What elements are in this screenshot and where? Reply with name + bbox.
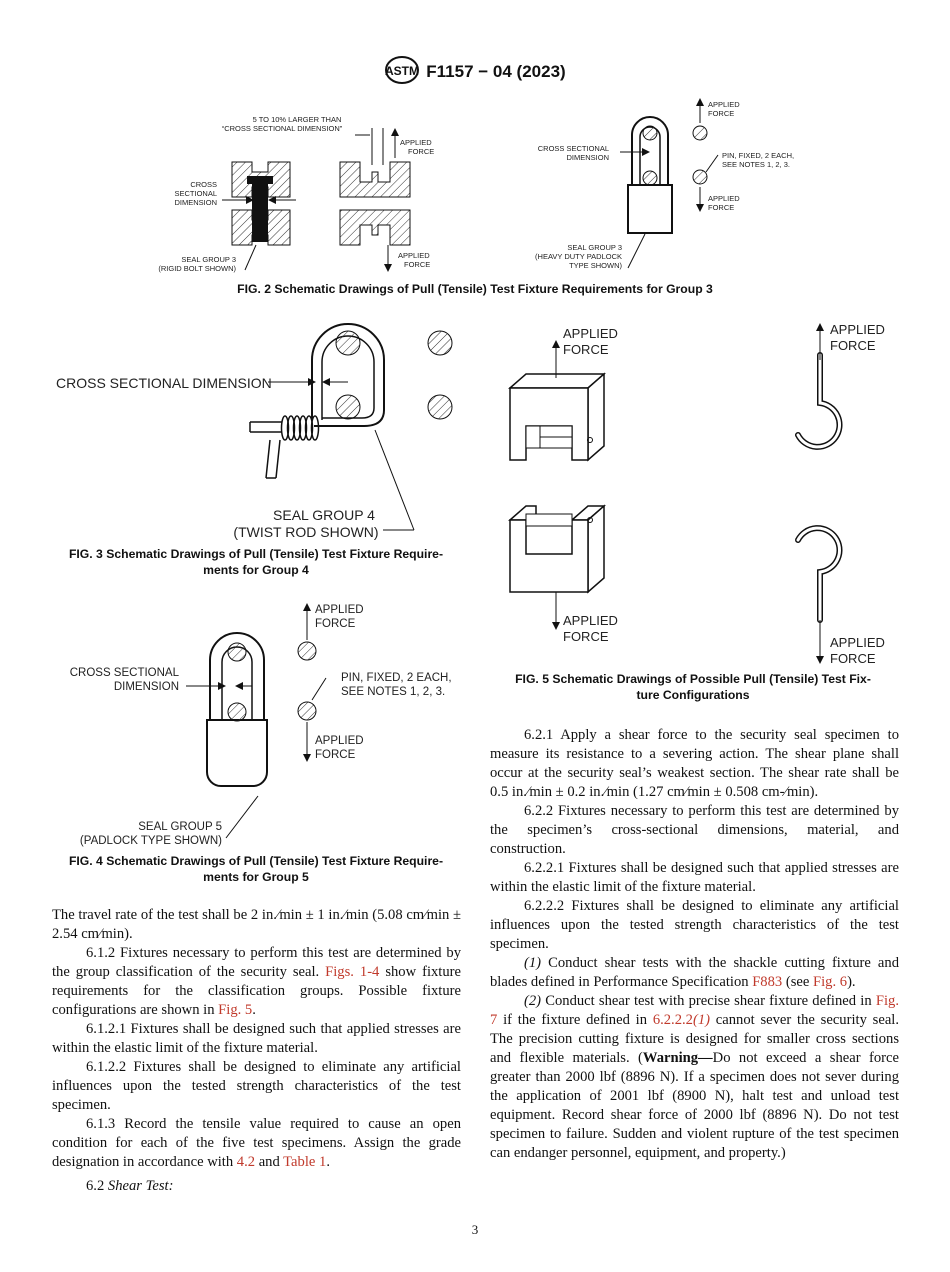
svg-text:APPLIED: APPLIED — [830, 635, 885, 650]
fig4-caption-line1: FIG. 4 Schematic Drawings of Pull (Tensi… — [68, 854, 444, 868]
left-column-text: The travel rate of the test shall be 2 i… — [52, 906, 461, 1196]
para-6-2-2-2: 6.2.2.2 Fixtures shall be designed to el… — [490, 898, 899, 952]
para-6-1-2-1: 6.1.2.1 Fixtures shall be designed such … — [52, 1021, 461, 1056]
svg-text:APPLIED: APPLIED — [400, 138, 432, 147]
svg-text:APPLIED: APPLIED — [708, 100, 740, 109]
fig3-caption: FIG. 3 Schematic Drawings of Pull (Tensi… — [48, 546, 464, 578]
svg-text:FORCE: FORCE — [315, 749, 356, 761]
fig2-left-labels: 5 TO 10% LARGER THAN “CROSS SECTIONAL DI… — [158, 115, 434, 273]
svg-text:(TWIST ROD SHOWN): (TWIST ROD SHOWN) — [233, 524, 378, 540]
svg-text:APPLIED: APPLIED — [563, 326, 618, 341]
svg-text:APPLIED: APPLIED — [830, 322, 885, 337]
svg-text:APPLIED: APPLIED — [708, 194, 740, 203]
link-4-2[interactable]: 4.2 — [236, 1154, 256, 1170]
svg-text:SEAL GROUP 3: SEAL GROUP 3 — [181, 255, 236, 264]
para-6-2-heading: 6.2 Shear Test: — [86, 1178, 174, 1194]
svg-text:(PADLOCK TYPE SHOWN): (PADLOCK TYPE SHOWN) — [80, 835, 222, 847]
para-6-1-3: 6.1.3 Record the tensile value required … — [52, 1116, 461, 1170]
fig4-labels: APPLIED FORCE CROSS SECTIONAL DIMENSION … — [70, 604, 452, 847]
para-6-1-2-2: 6.1.2.2 Fixtures shall be designed to el… — [52, 1059, 461, 1113]
svg-text:SECTIONAL: SECTIONAL — [174, 189, 217, 198]
link-6-2-2-2[interactable]: 6.2.2.2(1) — [652, 1012, 710, 1028]
fig2-padlock-drawing — [620, 98, 719, 269]
fig4-padlock-drawing — [186, 603, 327, 839]
fig5-block-top-drawing — [508, 340, 606, 462]
para-6-2-2-2-2: (2) Conduct shear test with precise shea… — [490, 993, 899, 1161]
figures-canvas: 5 TO 10% LARGER THAN “CROSS SECTIONAL DI… — [56, 98, 885, 847]
fig5-hook-bottom-drawing — [795, 525, 843, 664]
document-header: ASTM F1157 − 04 (2023) — [0, 55, 950, 90]
fig4-caption: FIG. 4 Schematic Drawings of Pull (Tensi… — [48, 853, 464, 885]
para-6-2-2: 6.2.2 Fixtures necessary to perform this… — [490, 803, 899, 857]
astm-logo: ASTM — [384, 55, 420, 90]
link-fig-6[interactable]: Fig. 6 — [813, 974, 848, 990]
svg-text:APPLIED: APPLIED — [563, 613, 618, 628]
fig5-caption-line1: FIG. 5 Schematic Drawings of Possible Pu… — [515, 672, 871, 686]
svg-text:CROSS: CROSS — [190, 180, 217, 189]
svg-text:“CROSS SECTIONAL DIMENSION”: “CROSS SECTIONAL DIMENSION” — [222, 124, 343, 133]
svg-text:APPLIED: APPLIED — [315, 604, 364, 616]
svg-text:FORCE: FORCE — [408, 147, 434, 156]
svg-text:FORCE: FORCE — [315, 618, 356, 630]
svg-text:CROSS SECTIONAL: CROSS SECTIONAL — [538, 144, 609, 153]
svg-text:APPLIED: APPLIED — [315, 735, 364, 747]
fig5-caption: FIG. 5 Schematic Drawings of Possible Pu… — [488, 671, 898, 703]
para-6-2-1: 6.2.1 Apply a shear force to the securit… — [490, 727, 899, 800]
svg-text:CROSS SECTIONAL: CROSS SECTIONAL — [70, 667, 180, 679]
svg-text:SEAL GROUP 4: SEAL GROUP 4 — [273, 507, 375, 523]
svg-text:FORCE: FORCE — [830, 338, 876, 353]
svg-text:FORCE: FORCE — [708, 109, 734, 118]
fig2-right-labels: APPLIED FORCE CROSS SECTIONAL DIMENSION … — [535, 100, 794, 270]
svg-text:PIN, FIXED, 2 EACH,: PIN, FIXED, 2 EACH, — [722, 151, 794, 160]
svg-text:FORCE: FORCE — [708, 203, 734, 212]
fig2-fixture-drawing — [339, 128, 411, 272]
svg-text:FORCE: FORCE — [830, 651, 876, 666]
svg-text:DIMENSION: DIMENSION — [566, 153, 609, 162]
svg-text:SEAL GROUP 5: SEAL GROUP 5 — [138, 821, 222, 833]
svg-text:FORCE: FORCE — [563, 629, 609, 644]
fig3-caption-line2: ments for Group 4 — [203, 563, 309, 577]
fig2-caption: FIG. 2 Schematic Drawings of Pull (Tensi… — [237, 282, 713, 296]
right-column-text: 6.2.1 Apply a shear force to the securit… — [490, 726, 899, 1163]
fig4-caption-line2: ments for Group 5 — [203, 870, 309, 884]
svg-text:PIN, FIXED, 2 EACH,: PIN, FIXED, 2 EACH, — [341, 672, 452, 684]
fig2-rigid-bolt-drawing — [222, 161, 296, 271]
fig3-caption-line1: FIG. 3 Schematic Drawings of Pull (Tensi… — [68, 547, 444, 561]
fig5-hook-top-drawing — [795, 323, 843, 450]
svg-text:FORCE: FORCE — [404, 260, 430, 269]
link-fig-7[interactable]: Fig. 7 — [490, 993, 899, 1028]
fig5-block-bottom-drawing — [508, 504, 606, 630]
svg-text:DIMENSION: DIMENSION — [114, 681, 179, 693]
svg-text:FORCE: FORCE — [563, 342, 609, 357]
svg-text:TYPE SHOWN): TYPE SHOWN) — [569, 261, 622, 270]
fig5-labels: APPLIED FORCE APPLIED FORCE APPLIED FORC… — [563, 322, 885, 666]
fig5-caption-line2: ture Configurations — [636, 688, 750, 702]
svg-text:5 TO 10% LARGER THAN: 5 TO 10% LARGER THAN — [253, 115, 342, 124]
link-fig-5[interactable]: Fig. 5 — [218, 1002, 253, 1018]
svg-text:(RIGID BOLT SHOWN): (RIGID BOLT SHOWN) — [158, 264, 236, 273]
para-travel-rate: The travel rate of the test shall be 2 i… — [52, 907, 461, 942]
svg-text:CROSS SECTIONAL DIMENSION: CROSS SECTIONAL DIMENSION — [56, 375, 272, 391]
fig3-twist-rod-drawing — [249, 323, 453, 531]
link-f883[interactable]: F883 — [752, 974, 783, 990]
svg-text:DIMENSION: DIMENSION — [174, 198, 217, 207]
para-6-2-2-1: 6.2.2.1 Fixtures shall be designed such … — [490, 860, 899, 895]
link-figs-1-4[interactable]: Figs. 1-4 — [325, 964, 380, 980]
document-designation: F1157 − 04 (2023) — [426, 61, 566, 81]
svg-text:(HEAVY DUTY PADLOCK: (HEAVY DUTY PADLOCK — [535, 252, 622, 261]
svg-text:SEE NOTES 1, 2, 3.: SEE NOTES 1, 2, 3. — [722, 160, 790, 169]
link-table-1[interactable]: Table 1 — [283, 1154, 327, 1170]
page-number: 3 — [471, 1222, 479, 1237]
fig3-labels: CROSS SECTIONAL DIMENSION SEAL GROUP 4 (… — [56, 375, 379, 540]
para-6-2-2-2-1: (1) Conduct shear tests with the shackle… — [490, 955, 899, 990]
para-6-1-2: 6.1.2 Fixtures necessary to perform this… — [52, 945, 461, 1018]
svg-text:ASTM: ASTM — [385, 64, 419, 78]
svg-text:APPLIED: APPLIED — [398, 251, 430, 260]
svg-text:SEAL GROUP 3: SEAL GROUP 3 — [567, 243, 622, 252]
svg-text:SEE NOTES 1, 2, 3.: SEE NOTES 1, 2, 3. — [341, 686, 445, 698]
